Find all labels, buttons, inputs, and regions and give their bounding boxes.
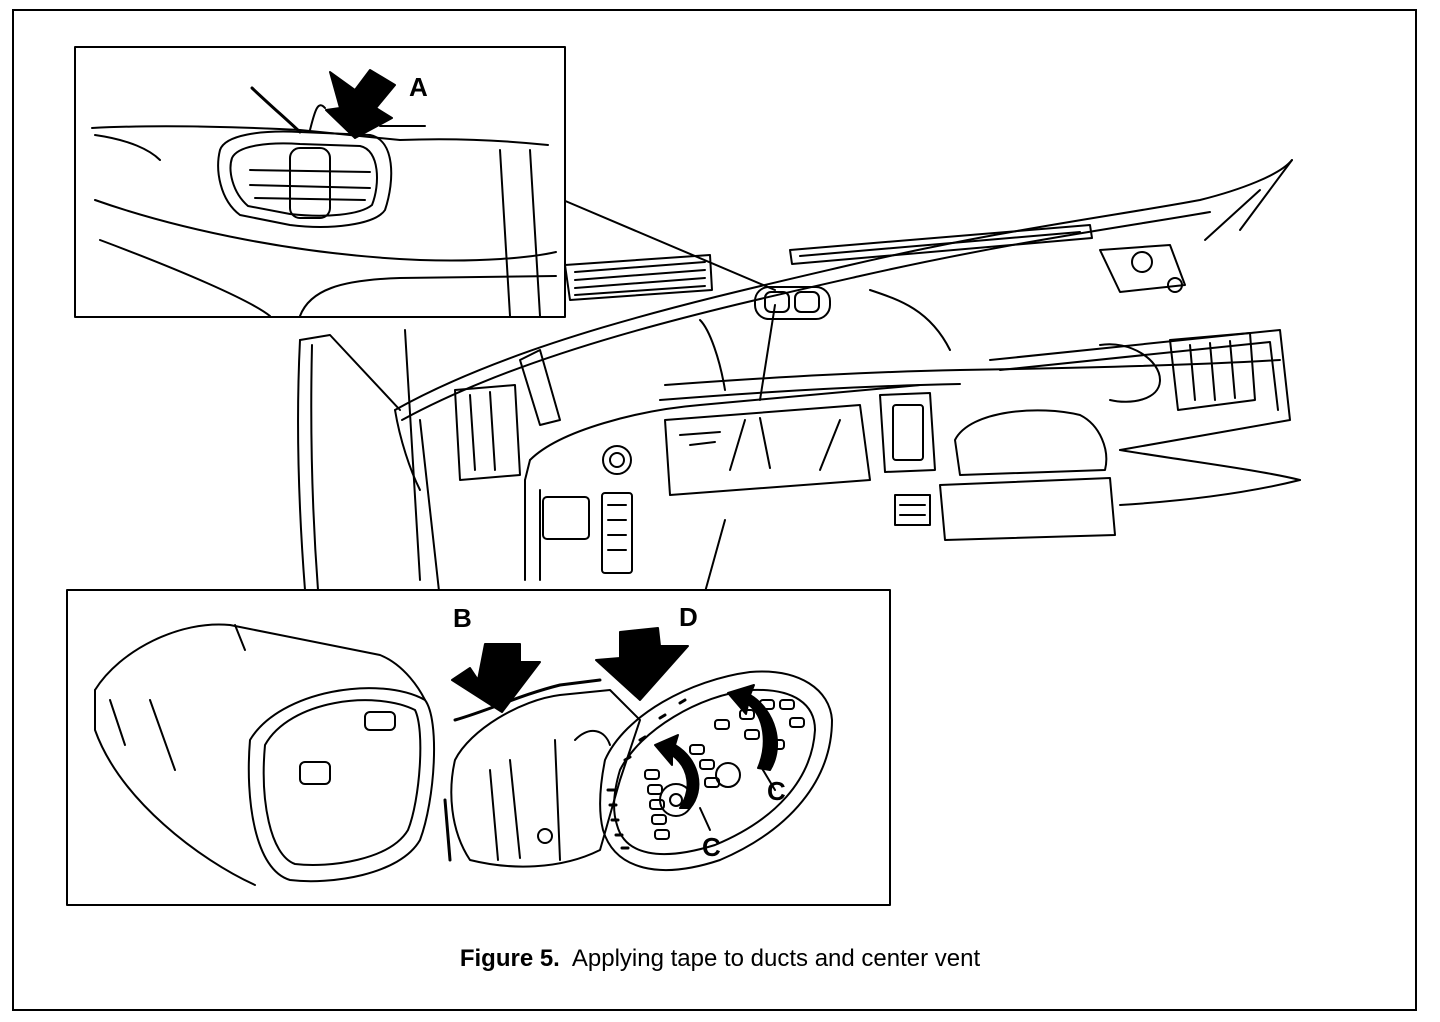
callout-d: D bbox=[679, 602, 698, 632]
callout-c-left: C bbox=[702, 832, 721, 862]
figure-border bbox=[12, 9, 1417, 1011]
dashboard-main-drawing bbox=[298, 160, 1300, 600]
callout-c-right: C bbox=[767, 776, 786, 806]
callout-b: B bbox=[453, 603, 472, 633]
figure-number: Figure 5. bbox=[459, 945, 560, 972]
figure-caption: Figure 5. Applying tape to ducts and cen… bbox=[0, 945, 1440, 973]
callout-a: A bbox=[409, 72, 428, 102]
rotation-arrow-c-left bbox=[655, 735, 698, 808]
arrow-d bbox=[596, 628, 688, 700]
arrow-b bbox=[452, 644, 540, 712]
inset-duct-and-vent bbox=[67, 590, 890, 905]
rotation-arrow-c-right bbox=[728, 685, 777, 770]
left-dash-vent-grille bbox=[565, 255, 712, 300]
figure-caption-text: Applying tape to ducts and center vent bbox=[571, 945, 981, 972]
inset-side-vent bbox=[75, 47, 565, 317]
arrow-a bbox=[326, 70, 395, 138]
